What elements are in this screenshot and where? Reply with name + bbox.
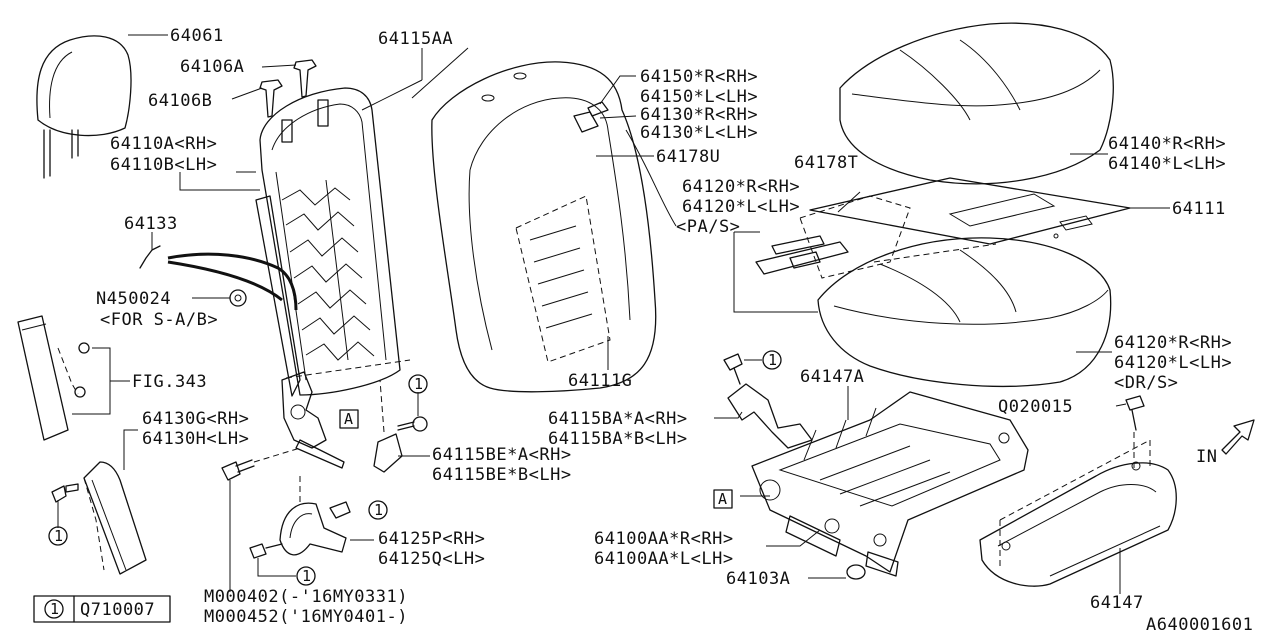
label-64115ba-b: 64115BA*B<LH>: [548, 429, 688, 449]
callout-1-d: [368, 500, 388, 520]
clip-64115ba-drawing: [714, 353, 813, 449]
label-64111: 64111: [1172, 199, 1226, 219]
bolt-m000402-drawing: [221, 447, 301, 592]
bolt-q020015-drawing: [1115, 395, 1145, 470]
direction-arrow-icon: [1221, 419, 1255, 455]
label-64115be-a: 64115BE*A<RH>: [432, 445, 572, 465]
ref-box-a-lower-text: A: [718, 490, 727, 508]
seat-cushion-pad-drawing: [817, 237, 1112, 387]
clip-64115be-drawing: [373, 379, 430, 473]
label-64115ba-a: 64115BA*A<RH>: [548, 409, 688, 429]
label-64111g: 64111G: [568, 371, 632, 391]
circled-one-markers: 1 1 1 1 1: [48, 350, 782, 586]
seat-back-frame-drawing: [179, 87, 411, 469]
ref-box-a-upper: [339, 409, 359, 429]
headrest-guides-drawing: [231, 59, 317, 118]
seat-cushion-cover-drawing: [839, 22, 1114, 185]
label-64125q: 64125Q<LH>: [378, 549, 485, 569]
label-64120r-pa: 64120*R<RH>: [682, 177, 800, 197]
pin-64103a-drawing: [808, 564, 866, 580]
label-64130r: 64130*R<RH>: [640, 105, 758, 125]
label-64120l-pa: 64120*L<LH>: [682, 197, 800, 217]
label-64115be-b: 64115BE*B<LH>: [432, 465, 572, 485]
part-labels: 64061 64106A 64106B 64115AA 64110A<RH> 6…: [96, 26, 1232, 627]
legend-circle: [44, 599, 64, 619]
label-m000452: M000452('16MY0401-): [204, 607, 408, 627]
label-64147a: 64147A: [800, 367, 864, 387]
label-64178u: 64178U: [656, 147, 720, 167]
reference-a-markers: A A: [339, 409, 733, 509]
drawing-id: A640001601: [1146, 615, 1253, 635]
callout-1-e: [296, 566, 316, 586]
label-pa-s: <PA/S>: [676, 217, 740, 237]
callout-1-e-text: 1: [302, 567, 311, 585]
legend-part-number: Q710007: [80, 600, 155, 620]
label-64150r: 64150*R<RH>: [640, 67, 758, 87]
side-airbag-drawing: [17, 315, 130, 441]
seat-frame-drawing: [740, 386, 1029, 577]
label-64147: 64147: [1090, 593, 1144, 613]
harness-wire-drawing: [139, 232, 298, 311]
seat-back-cover-clips-drawing: [573, 75, 677, 227]
callout-1-d-text: 1: [374, 501, 383, 519]
nut-drawing: [192, 289, 247, 307]
label-64130h: 64130H<LH>: [142, 429, 249, 449]
label-n450024: N450024: [96, 289, 171, 309]
label-m000402: M000402(-'16MY0331): [204, 587, 408, 607]
label-64133: 64133: [124, 214, 178, 234]
label-64178t: 64178T: [794, 153, 858, 173]
harness-bracket-drawing: [249, 472, 374, 577]
label-64140r: 64140*R<RH>: [1108, 134, 1226, 154]
callout-1-b: [48, 526, 68, 546]
label-fig343: FIG.343: [132, 372, 207, 392]
label-in: IN: [1196, 447, 1217, 467]
occupant-sensor-mat-drawing: [733, 191, 911, 313]
label-q020015: Q020015: [998, 397, 1073, 417]
callout-1-c: [762, 350, 782, 370]
label-64120l-dr: 64120*L<LH>: [1114, 353, 1232, 373]
label-64130g: 64130G<RH>: [142, 409, 249, 429]
lower-cover-drawing: [979, 439, 1177, 594]
seat-back-pad-drawing: [361, 47, 657, 393]
headrest-drawing: [36, 34, 168, 179]
label-64115aa: 64115AA: [378, 29, 453, 49]
label-64120r-dr: 64120*R<RH>: [1114, 333, 1232, 353]
label-64100aa-r: 64100AA*R<RH>: [594, 529, 734, 549]
label-64110b: 64110B<LH>: [110, 155, 217, 175]
ref-box-a-upper-text: A: [344, 410, 353, 428]
label-64150l: 64150*L<LH>: [640, 87, 758, 107]
legend-box: 1 Q710007: [33, 595, 171, 623]
callout-1-a-text: 1: [414, 375, 423, 393]
side-cover-drawing: [51, 429, 147, 575]
label-64110a: 64110A<RH>: [110, 134, 217, 154]
ref-box-a-lower: [713, 489, 733, 509]
label-64140l: 64140*L<LH>: [1108, 154, 1226, 174]
frame-leaders: [766, 529, 821, 547]
label-64130l: 64130*L<LH>: [640, 123, 758, 143]
legend-number: 1: [50, 600, 59, 618]
label-64125p: 64125P<RH>: [378, 529, 485, 549]
callout-1-b-text: 1: [54, 527, 63, 545]
label-64103a: 64103A: [726, 569, 790, 589]
label-for-sab: <FOR S-A/B>: [100, 310, 218, 330]
label-64061: 64061: [170, 26, 224, 46]
label-64106b: 64106B: [148, 91, 212, 111]
label-64106a: 64106A: [180, 57, 244, 77]
label-64100aa-l: 64100AA*L<LH>: [594, 549, 734, 569]
label-dr-s: <DR/S>: [1114, 373, 1178, 393]
callout-1-a: [408, 374, 428, 394]
seat-pad-sheet-drawing: [809, 177, 1170, 245]
callout-1-c-text: 1: [768, 351, 777, 369]
